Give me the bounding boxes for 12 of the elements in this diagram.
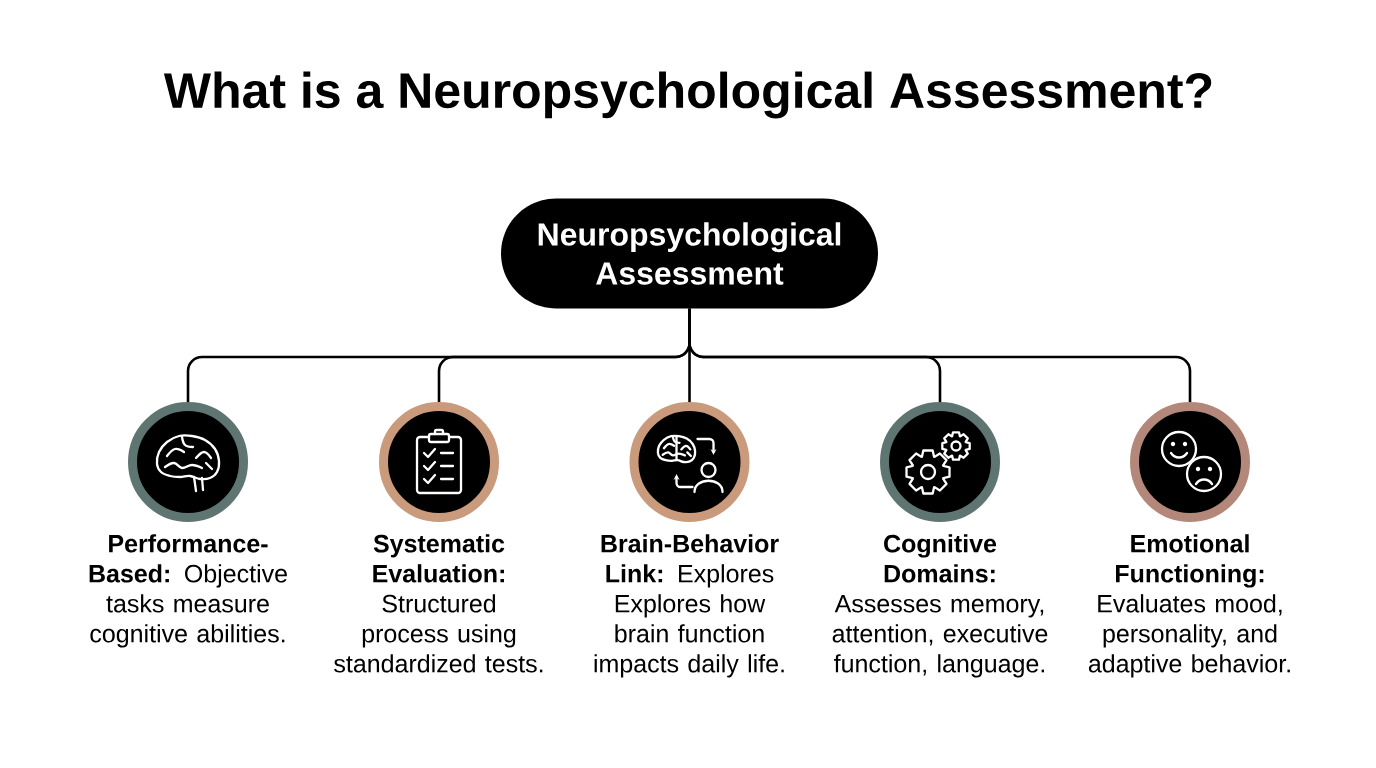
ringed-circle: [379, 402, 499, 522]
description-text: Cognitive Domains: Assesses memory, attention, executive function, language.: [832, 534, 1048, 678]
title: What is a Neuropsychological Assessment?: [163, 71, 1212, 119]
description-text: Brain-Behavior Link: Explores Explores how brain function impacts daily life.: [594, 534, 784, 678]
ringed-circle: [880, 402, 1000, 522]
description-text: Performance-Based: Objective tasks measure cognitive abilities.: [89, 534, 287, 648]
description-text: Emotional Functioning: Evaluates mood, personality, and adaptive behavior.: [1088, 534, 1290, 678]
ringed-circle: [128, 402, 248, 522]
connector-line: [688, 308, 1192, 402]
ringed-circle: [629, 402, 750, 522]
pill-box: Neuropsychological Assessment: [501, 198, 878, 309]
description-text: Systematic Evaluation: Structured process using standardized tests.: [334, 534, 543, 673]
